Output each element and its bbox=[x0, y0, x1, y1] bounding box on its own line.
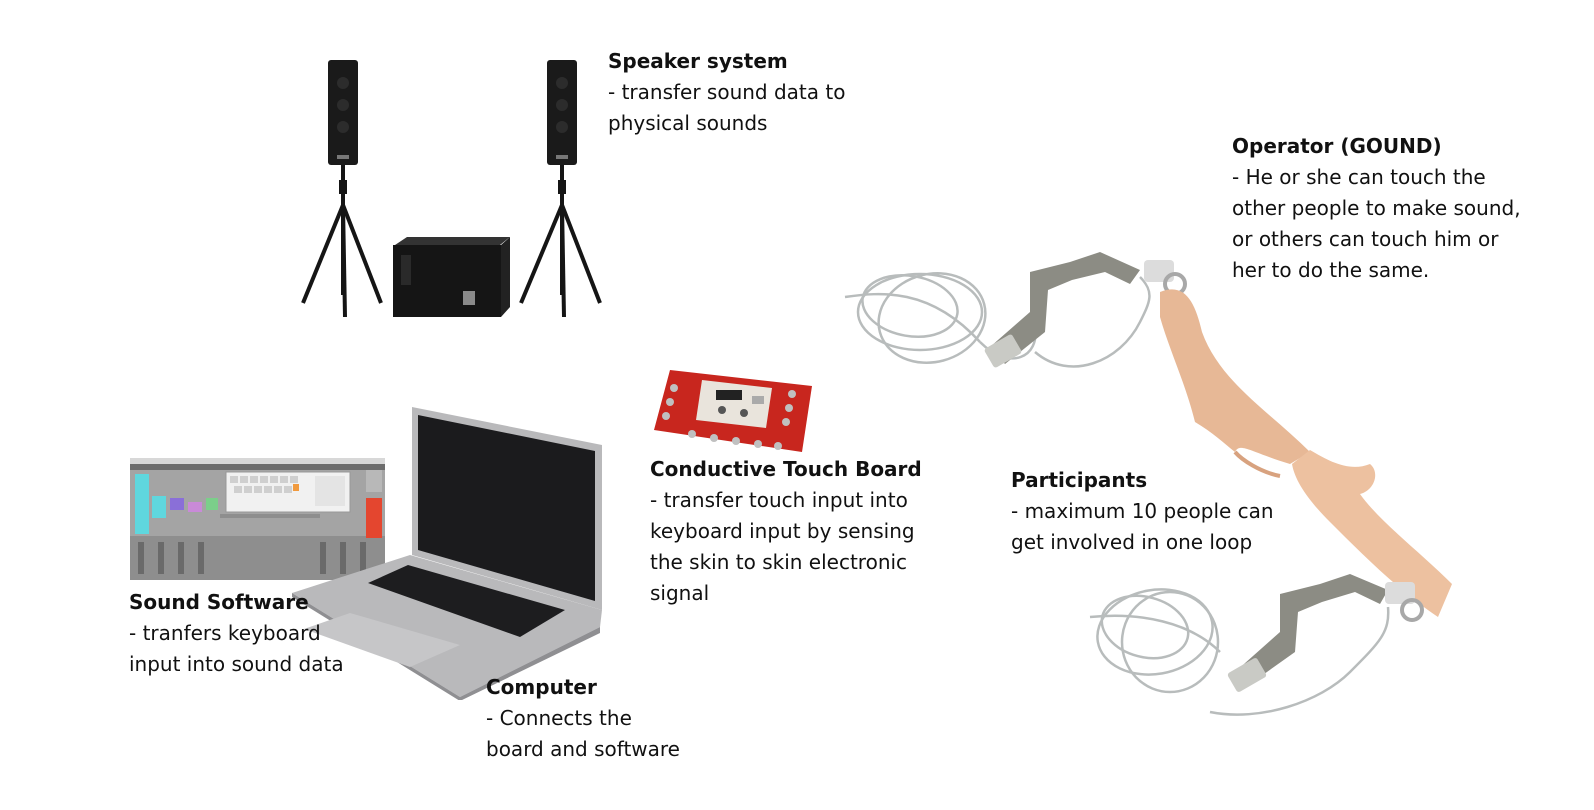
left-speaker bbox=[328, 60, 358, 165]
participants-title: Participants bbox=[1011, 468, 1148, 492]
participant-arm bbox=[1292, 450, 1452, 617]
operator-desc: - He or she can touch the other people t… bbox=[1232, 165, 1521, 282]
laptop-keyboard bbox=[368, 565, 565, 637]
upper-wristband bbox=[984, 252, 1187, 368]
computer-desc: - Connects the board and software bbox=[486, 706, 680, 761]
speaker-system-label: Speaker system - transfer sound data to … bbox=[608, 46, 845, 139]
sound-software-title: Sound Software bbox=[129, 590, 309, 614]
upper-wire-coil bbox=[844, 272, 1151, 368]
touch-board-label: Conductive Touch Board - transfer touch … bbox=[650, 454, 922, 609]
speaker-system-title: Speaker system bbox=[608, 49, 788, 73]
laptop-screen bbox=[418, 415, 595, 601]
participants-label: Participants - maximum 10 people can get… bbox=[1011, 465, 1274, 558]
subwoofer bbox=[393, 237, 510, 317]
speaker-system-desc: - transfer sound data to physical sounds bbox=[608, 80, 846, 135]
speaker-system-figure bbox=[301, 60, 602, 318]
touch-board-desc: - transfer touch input into keyboard inp… bbox=[650, 488, 915, 605]
lower-wire-coil bbox=[1089, 588, 1390, 716]
operator-arm bbox=[1160, 289, 1310, 464]
sound-software-figure bbox=[130, 458, 385, 580]
sound-software-desc: - tranfers keyboard input into sound dat… bbox=[129, 621, 344, 676]
wristbands-and-hands-figure bbox=[844, 252, 1452, 716]
touch-board-title: Conductive Touch Board bbox=[650, 457, 922, 481]
touch-board-figure bbox=[654, 370, 812, 452]
sound-software-label: Sound Software - tranfers keyboard input… bbox=[129, 587, 344, 680]
laptop-figure bbox=[292, 407, 602, 700]
computer-title: Computer bbox=[486, 675, 597, 699]
operator-title: Operator (GOUND) bbox=[1232, 134, 1442, 158]
right-speaker bbox=[547, 60, 577, 165]
computer-label: Computer - Connects the board and softwa… bbox=[486, 672, 680, 765]
lower-wristband bbox=[1227, 574, 1424, 692]
operator-label: Operator (GOUND) - He or she can touch t… bbox=[1232, 131, 1521, 286]
participants-desc: - maximum 10 people can get involved in … bbox=[1011, 499, 1274, 554]
